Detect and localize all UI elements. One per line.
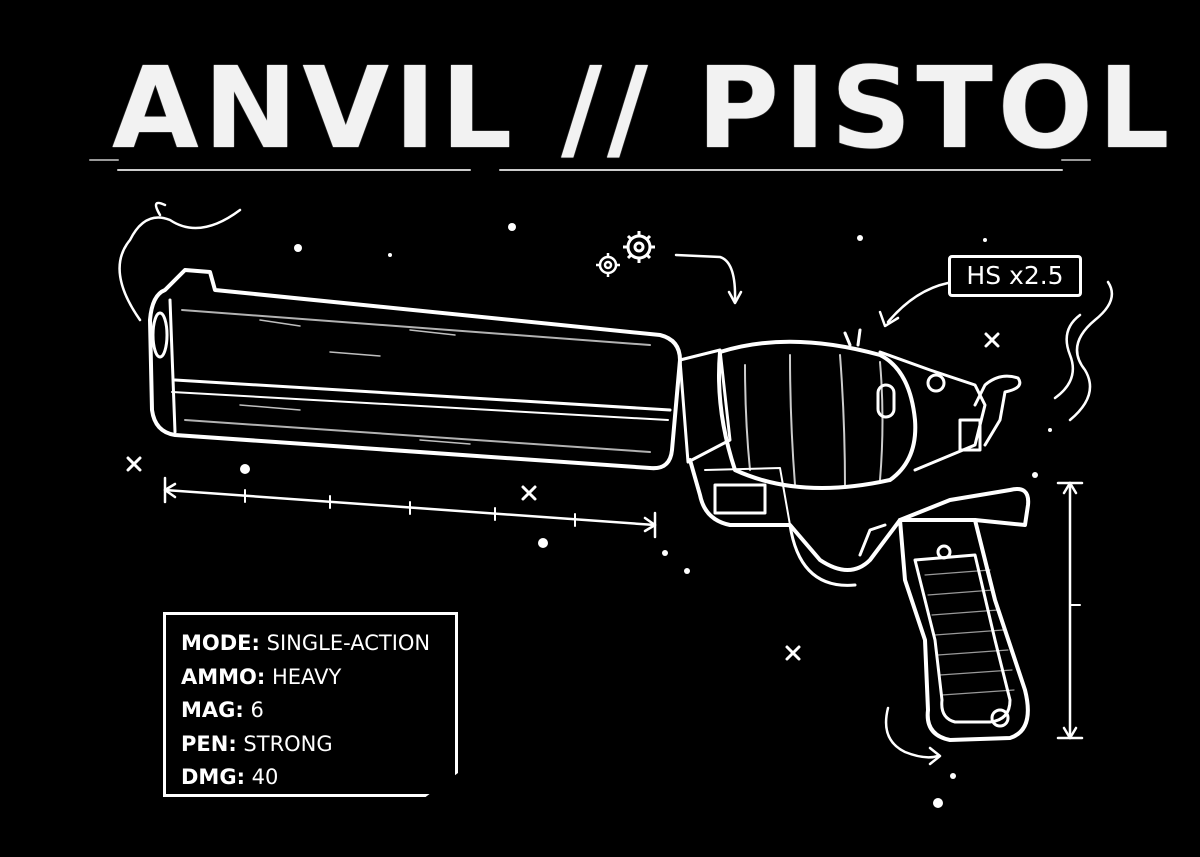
stat-key: MAG: [181, 698, 236, 722]
stat-key: DMG: [181, 765, 237, 789]
stat-value: 40: [251, 765, 279, 789]
stat-value: SINGLE-ACTION: [266, 631, 431, 655]
stat-row-mode: MODE: SINGLE-ACTION: [181, 631, 431, 655]
stats-panel: MODE: SINGLE-ACTION AMMO: HEAVY MAG: 6 P…: [163, 612, 458, 797]
gear-icon: [596, 253, 620, 277]
stat-row-dmg: DMG: 40: [181, 765, 279, 789]
stat-key: AMMO: [181, 664, 257, 689]
stat-key: MODE: [181, 631, 252, 655]
page-title: ANVIL // PISTOL: [112, 44, 1175, 174]
gear-icon: [623, 231, 655, 263]
stat-value: 6: [250, 698, 264, 722]
stat-row-ammo: AMMO: HEAVY: [181, 664, 342, 689]
stat-row-mag: MAG: 6: [181, 698, 264, 722]
stat-value: STRONG: [243, 731, 333, 756]
stat-value: HEAVY: [272, 664, 342, 689]
cross-icon: [126, 332, 1000, 661]
stat-key: PEN: [181, 731, 229, 756]
title-block: ANVIL // PISTOL: [90, 40, 1175, 180]
stat-row-pen: PEN: STRONG: [181, 731, 333, 756]
headshot-multiplier-badge: HS x2.5: [948, 255, 1082, 297]
